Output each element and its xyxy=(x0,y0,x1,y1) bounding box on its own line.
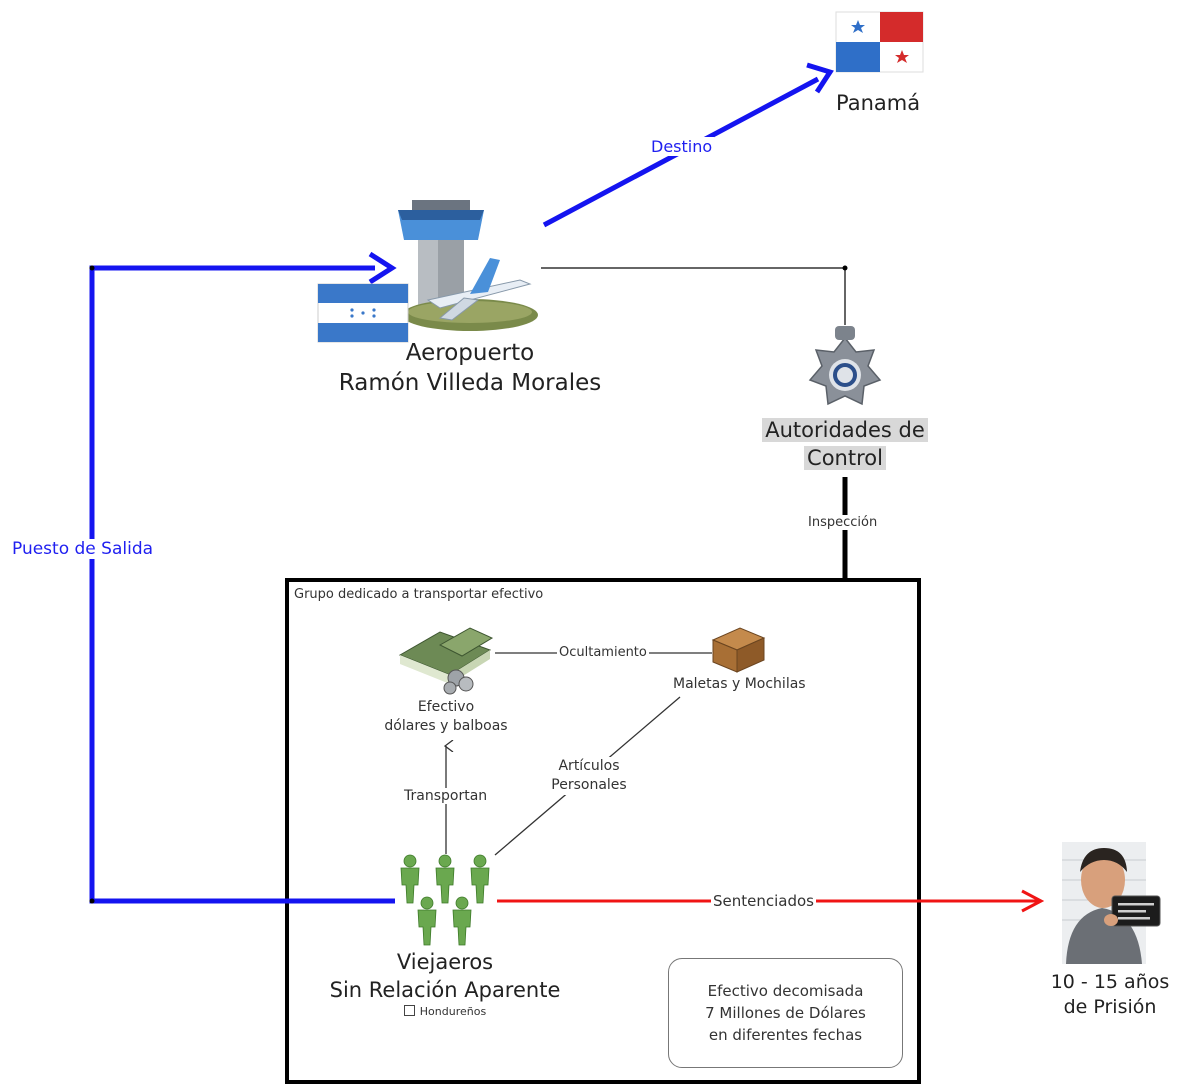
luggage-box-icon xyxy=(711,627,766,673)
edge-puesto-salida-label: Puesto de Salida xyxy=(10,539,156,559)
travelers-tag-text: Hondureños xyxy=(419,1005,487,1018)
node-prison-label: 10 - 15 años de Prisión xyxy=(1040,970,1180,1020)
cash-label-line1: Efectivo xyxy=(417,699,475,715)
group-frame xyxy=(285,578,921,1084)
node-cash-label: Efectivo dólares y balboas xyxy=(366,698,526,736)
node-authorities-label: Autoridades de Control xyxy=(745,416,945,472)
edge-joint xyxy=(89,265,95,271)
edge-puesto-salida-arrowhead xyxy=(368,251,397,285)
police-badge-icon xyxy=(808,326,882,406)
edge-airport-authorities xyxy=(541,267,846,325)
cash-label-line2: dólares y balboas xyxy=(384,718,508,734)
travelers-group-icon xyxy=(400,854,490,946)
travelers-label-line1: Viejaeros xyxy=(396,950,494,974)
node-panama-label: Panamá xyxy=(836,91,921,115)
edge-joint xyxy=(89,898,95,904)
edge-sentenciados-label: Sentenciados xyxy=(711,892,816,910)
travelers-label-line2: Sin Relación Aparente xyxy=(329,978,561,1002)
authorities-label-line1: Autoridades de xyxy=(762,418,928,442)
edge-inspeccion-label: Inspección xyxy=(806,515,880,530)
airport-label-line2: Ramón Villeda Morales xyxy=(338,370,602,396)
travelers-tag: Hondureños xyxy=(310,1004,580,1020)
node-airport-label: Aeropuerto Ramón Villeda Morales xyxy=(300,338,640,398)
tag-checkbox-icon xyxy=(403,1005,415,1016)
prison-label-line1: 10 - 15 años xyxy=(1050,971,1170,993)
group-title: Grupo dedicado a transportar efectivo xyxy=(294,587,544,602)
node-travelers-label: Viejaeros Sin Relación Aparente Hondureñ… xyxy=(310,948,580,1020)
edge-puesto-salida xyxy=(89,265,395,904)
airport-icon xyxy=(398,200,538,331)
edge-ocultamiento-label: Ocultamiento xyxy=(557,645,649,660)
edge-articulos-label: Artículos Personales xyxy=(540,757,638,795)
edge-transportan-label: Transportan xyxy=(402,788,490,804)
node-luggage-label: Maletas y Mochilas xyxy=(673,676,806,692)
edge-destino-label: Destino xyxy=(649,137,715,156)
cash-stack-icon xyxy=(398,627,494,695)
seized-cash-note: Efectivo decomisada 7 Millones de Dólare… xyxy=(668,958,903,1068)
prison-label-line2: de Prisión xyxy=(1063,996,1157,1018)
edge-joint xyxy=(842,265,848,271)
prisoner-icon xyxy=(1062,842,1161,964)
honduras-flag-icon xyxy=(317,283,409,343)
edge-destino-arrowhead xyxy=(806,62,834,94)
panama-flag-icon xyxy=(835,11,924,73)
authorities-label-line2: Control xyxy=(804,446,886,470)
airport-label-line1: Aeropuerto xyxy=(405,340,535,366)
